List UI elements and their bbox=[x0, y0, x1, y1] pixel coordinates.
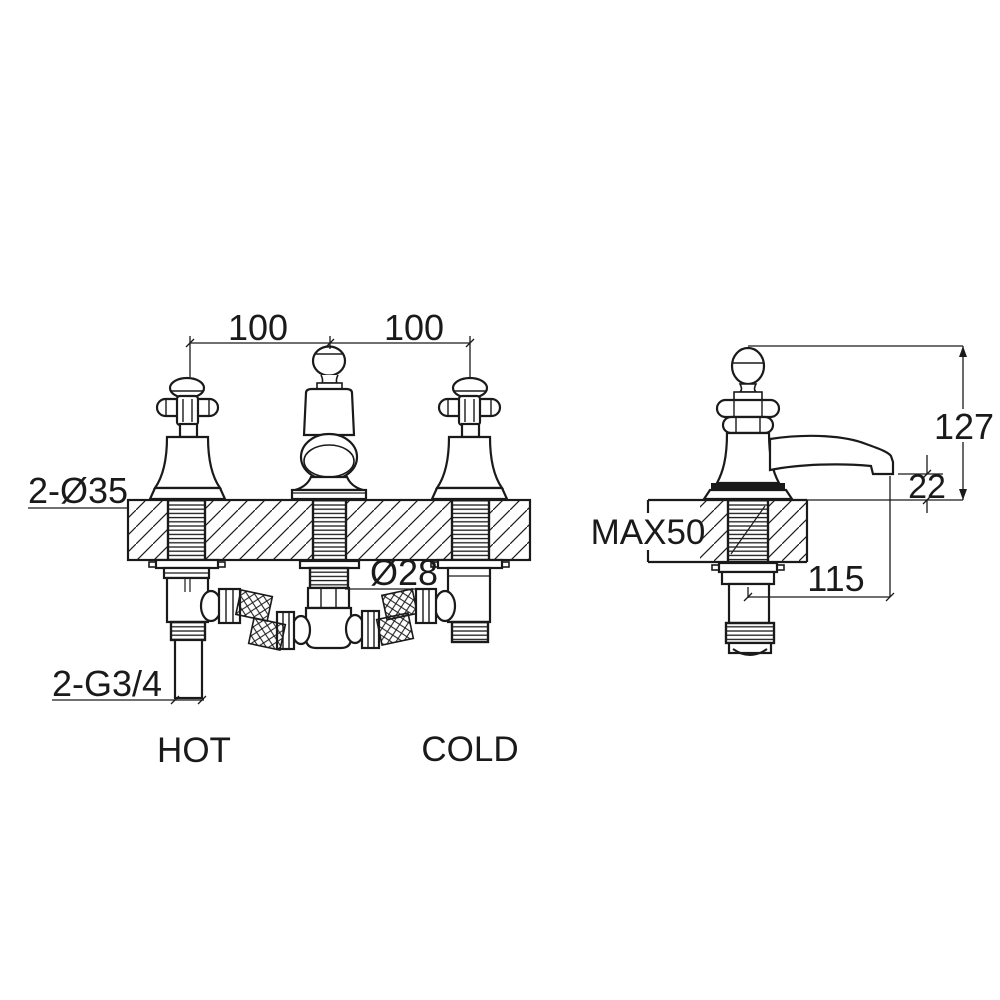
hot-flex-hose bbox=[234, 589, 274, 623]
hot-valve bbox=[148, 376, 242, 700]
center-collar-thread bbox=[308, 566, 350, 590]
dim-127-mask bbox=[939, 409, 989, 442]
center-threaded-shank bbox=[311, 498, 348, 562]
side-dimensions bbox=[743, 345, 967, 602]
center-tee-body bbox=[304, 606, 353, 650]
hot-label: HOT bbox=[157, 731, 231, 770]
center-upper-body bbox=[302, 387, 356, 437]
cold-valve bbox=[414, 376, 510, 644]
flexible-hoses bbox=[234, 587, 419, 651]
hot-inlet-tail bbox=[173, 638, 204, 700]
cold-bell-body bbox=[434, 435, 505, 490]
overall-height-label: 127 bbox=[934, 406, 994, 447]
cold-inlet-thread bbox=[450, 620, 490, 644]
side-threaded-shank bbox=[726, 498, 770, 564]
cold-threaded-shank bbox=[450, 498, 491, 562]
side-spout bbox=[768, 434, 895, 476]
center-ball-joint bbox=[299, 432, 359, 482]
max-deck-thickness-label: MAX50 bbox=[591, 513, 706, 552]
side-tap bbox=[701, 346, 895, 656]
dim-100-left-label: 100 bbox=[228, 307, 288, 348]
center-spout-column bbox=[275, 345, 381, 651]
body-diameter-label: Ø28 bbox=[370, 552, 438, 593]
side-inlet-tail bbox=[727, 582, 771, 625]
side-knob bbox=[730, 346, 766, 386]
hot-threaded-shank bbox=[166, 498, 207, 562]
spout-reach-label: 115 bbox=[807, 558, 864, 599]
hole-diameter-label: 2-Ø35 bbox=[28, 470, 128, 511]
spout-clearance-label: 22 bbox=[908, 468, 946, 506]
side-cross-handle bbox=[715, 398, 781, 419]
front-dimensions bbox=[28, 336, 475, 705]
side-inlet-thread bbox=[724, 621, 776, 645]
drawing-labels: 100 100 2-Ø35 Ø28 2-G3/4 HOT COLD MAX50 … bbox=[28, 307, 994, 770]
center-knob bbox=[311, 345, 347, 377]
cold-label: COLD bbox=[421, 730, 518, 769]
inlet-thread-label: 2-G3/4 bbox=[52, 663, 162, 704]
dim-100-right-label: 100 bbox=[384, 307, 444, 348]
hot-bell-body bbox=[152, 435, 223, 490]
front-view bbox=[28, 336, 532, 705]
hot-inlet-thread bbox=[169, 620, 207, 642]
side-view bbox=[646, 345, 967, 656]
